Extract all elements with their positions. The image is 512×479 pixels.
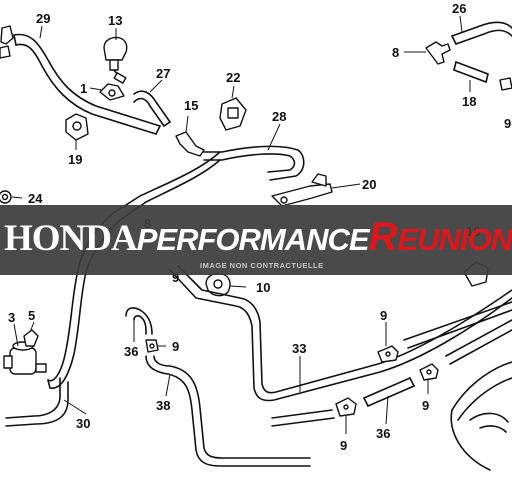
callout-18-top: 18	[462, 94, 476, 109]
callout-36-left: 36	[124, 344, 138, 359]
car-body-outline	[450, 361, 512, 471]
callout-24: 24	[28, 191, 43, 206]
brand-performance: PERFORMANCE	[136, 222, 370, 257]
part-8-fitting	[425, 41, 451, 65]
brand-logo: HONDAPERFORMANCEREUNION	[4, 215, 512, 259]
fitting-9-left	[145, 339, 159, 353]
callout-28: 28	[272, 109, 286, 124]
clip-top-left	[0, 25, 14, 59]
hose-18-top	[453, 61, 489, 83]
hose-27	[133, 90, 171, 127]
callout-22: 22	[226, 70, 240, 85]
hose-29	[13, 33, 161, 135]
callout-3: 3	[8, 310, 15, 325]
part-19-clip	[65, 113, 89, 141]
callout-labels: 29 13 1 27 22 15 19 28 24 20 26 8 18 9 8…	[8, 1, 511, 453]
hose-33-branch	[403, 301, 512, 349]
callout-8-top: 8	[392, 45, 399, 60]
hose-38	[145, 355, 311, 467]
callout-5: 5	[28, 308, 35, 323]
fitting-9-upper-right	[377, 345, 399, 363]
watermark-tagline: IMAGE NON CONTRACTUELLE	[200, 261, 324, 270]
part-22-bracket	[219, 97, 247, 131]
callout-9-left: 9	[172, 339, 179, 354]
brand-honda: HONDA	[4, 218, 138, 259]
fitting-9-bottom	[335, 397, 357, 417]
callout-19: 19	[68, 152, 82, 167]
part-5-clip	[23, 329, 39, 347]
callout-30: 30	[76, 416, 90, 431]
callout-38: 38	[156, 398, 170, 413]
watermark-banner: HONDAPERFORMANCEREUNION IMAGE NON CONTRA…	[0, 205, 512, 275]
part-24-cap	[0, 190, 12, 204]
callout-26: 26	[452, 1, 466, 16]
callout-29: 29	[36, 11, 50, 26]
callout-9-bottom: 9	[340, 438, 347, 453]
edge-fitting-9	[499, 77, 512, 91]
part-10-grommet	[205, 272, 231, 297]
callout-15: 15	[184, 98, 198, 113]
hose-lower-right-run	[445, 319, 512, 365]
hose-36-bottom	[363, 377, 415, 407]
part-3-pump	[3, 341, 47, 375]
callout-9-lower-right: 9	[422, 398, 429, 413]
hose-lower-middle	[271, 409, 335, 427]
brand-eunion: EUNION	[397, 222, 512, 257]
callout-36-bottom: 36	[376, 426, 390, 441]
callout-9-edge: 9	[504, 116, 511, 131]
brand-r: R	[368, 215, 398, 259]
hose-26	[451, 21, 512, 45]
leader-lines	[11, 15, 471, 434]
callout-13: 13	[108, 13, 122, 28]
part-20-bracket	[271, 173, 333, 207]
callout-9-upper-right: 9	[380, 308, 387, 323]
hose-30	[5, 269, 87, 427]
hose-36-left	[125, 307, 153, 335]
part-1-clip	[99, 83, 125, 101]
part-13-valve	[103, 36, 128, 84]
callout-1: 1	[80, 81, 87, 96]
hose-33	[169, 265, 512, 402]
callout-27: 27	[156, 66, 170, 81]
callout-20: 20	[362, 177, 376, 192]
callout-33: 33	[292, 341, 306, 356]
part-15-joint	[175, 115, 205, 157]
callout-10: 10	[256, 280, 270, 295]
callout-9-mid: 9	[172, 270, 179, 285]
fitting-9-lower-right	[419, 363, 439, 381]
